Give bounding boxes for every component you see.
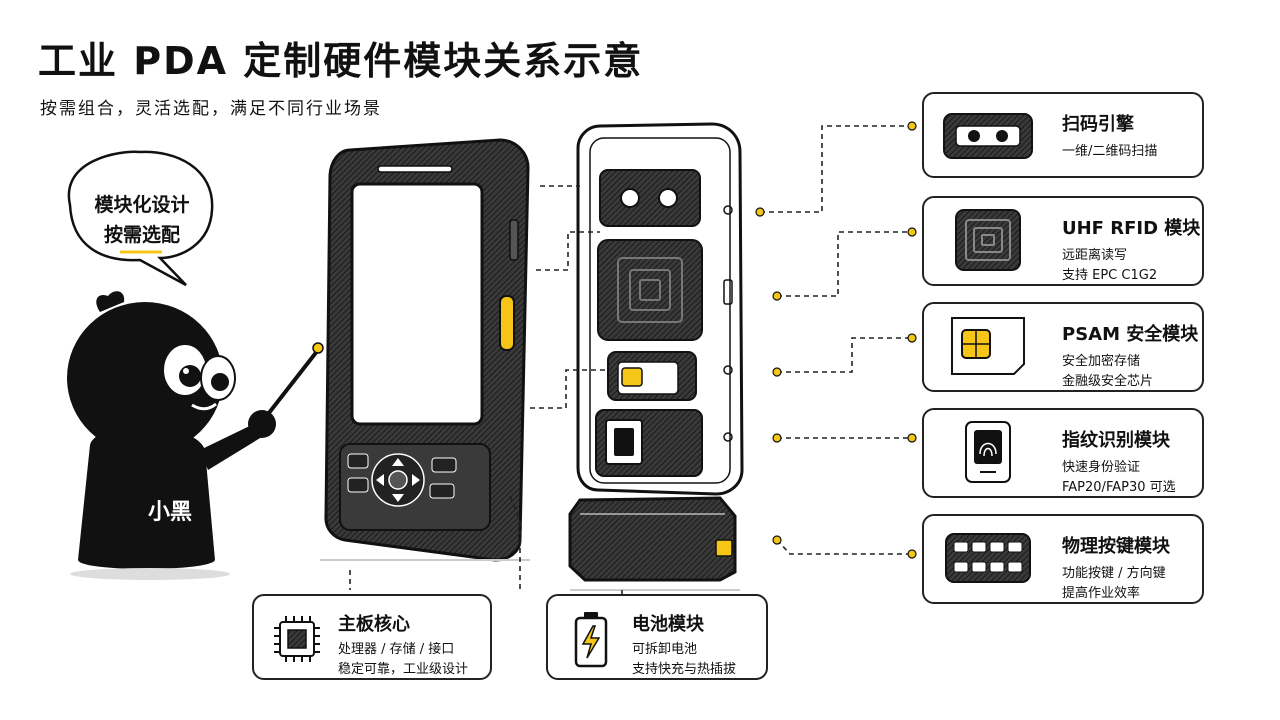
module-desc-1: 远距离读写: [1062, 248, 1128, 263]
module-desc-2: 支持 EPC C1G2: [1062, 268, 1158, 283]
cpu-chip-icon: [274, 616, 320, 662]
bubble-line1: 模块化设计: [94, 194, 190, 216]
connector-dots: [755, 121, 917, 559]
page-subtitle: 按需组合，灵活选配，满足不同行业场景: [40, 99, 382, 119]
module-desc-1: 快速身份验证: [1062, 460, 1141, 475]
module-desc-2: 提高作业效率: [1062, 586, 1141, 601]
barcode-scanner-icon: [943, 113, 1033, 159]
module-title: 物理按键模块: [1062, 536, 1170, 557]
module-desc-1: 处理器 / 存储 / 接口: [338, 642, 455, 657]
bubble-line2: 按需选配: [103, 224, 180, 246]
module-desc-2: 稳定可靠，工业级设计: [338, 662, 469, 677]
rfid-antenna-icon: [955, 209, 1021, 271]
pointer-tip: [312, 342, 324, 354]
module-title: 扫码引擎: [1062, 114, 1134, 135]
module-desc-2: 金融级安全芯片: [1062, 374, 1154, 389]
module-desc-1: 一维/二维码扫描: [1062, 144, 1158, 159]
speaker-grille: [377, 165, 453, 173]
module-card-scanner[interactable]: 扫码引擎 一维/二维码扫描: [922, 92, 1204, 178]
module-desc-1: 安全加密存储: [1062, 354, 1141, 369]
mascot-label: 小黑: [148, 500, 193, 525]
battery-pack: [568, 496, 740, 591]
module-title: UHF RFID 模块: [1062, 218, 1201, 239]
speech-bubble: [67, 150, 214, 287]
fingerprint-icon: [965, 421, 1011, 483]
connector-lines: [349, 125, 912, 596]
battery-icon: [574, 612, 608, 668]
module-desc-1: 可拆卸电池: [632, 642, 698, 657]
module-title: 指纹识别模块: [1062, 430, 1170, 451]
module-desc-2: 支持快充与热插拔: [632, 662, 737, 677]
module-card-fingerprint[interactable]: 指纹识别模块 快速身份验证 FAP20/FAP30 可选: [922, 408, 1204, 498]
pda-back-shell: [576, 122, 744, 496]
module-desc-1: 功能按键 / 方向键: [1062, 566, 1166, 581]
keypad-icon: [945, 533, 1031, 583]
page-title: 工业 PDA 定制硬件模块关系示意: [38, 39, 644, 83]
side-trigger-button: [499, 295, 515, 351]
module-card-rfid[interactable]: UHF RFID 模块 远距离读写 支持 EPC C1G2: [922, 196, 1204, 286]
sim-chip-icon: [951, 317, 1025, 375]
module-title: 主板核心: [338, 614, 410, 635]
module-card-psam[interactable]: PSAM 安全模块 安全加密存储 金融级安全芯片: [922, 302, 1204, 392]
pda-screen: [350, 182, 484, 426]
module-card-keypad[interactable]: 物理按键模块 功能按键 / 方向键 提高作业效率: [922, 514, 1204, 604]
module-desc-2: FAP20/FAP30 可选: [1062, 480, 1176, 495]
module-title: 电池模块: [632, 614, 704, 635]
module-card-battery[interactable]: 电池模块 可拆卸电池 支持快充与热插拔: [546, 594, 768, 680]
pda-device: [320, 138, 530, 562]
module-title: PSAM 安全模块: [1062, 324, 1199, 345]
mascot: [67, 291, 324, 580]
module-card-mainboard[interactable]: 主板核心 处理器 / 存储 / 接口 稳定可靠，工业级设计: [252, 594, 492, 680]
